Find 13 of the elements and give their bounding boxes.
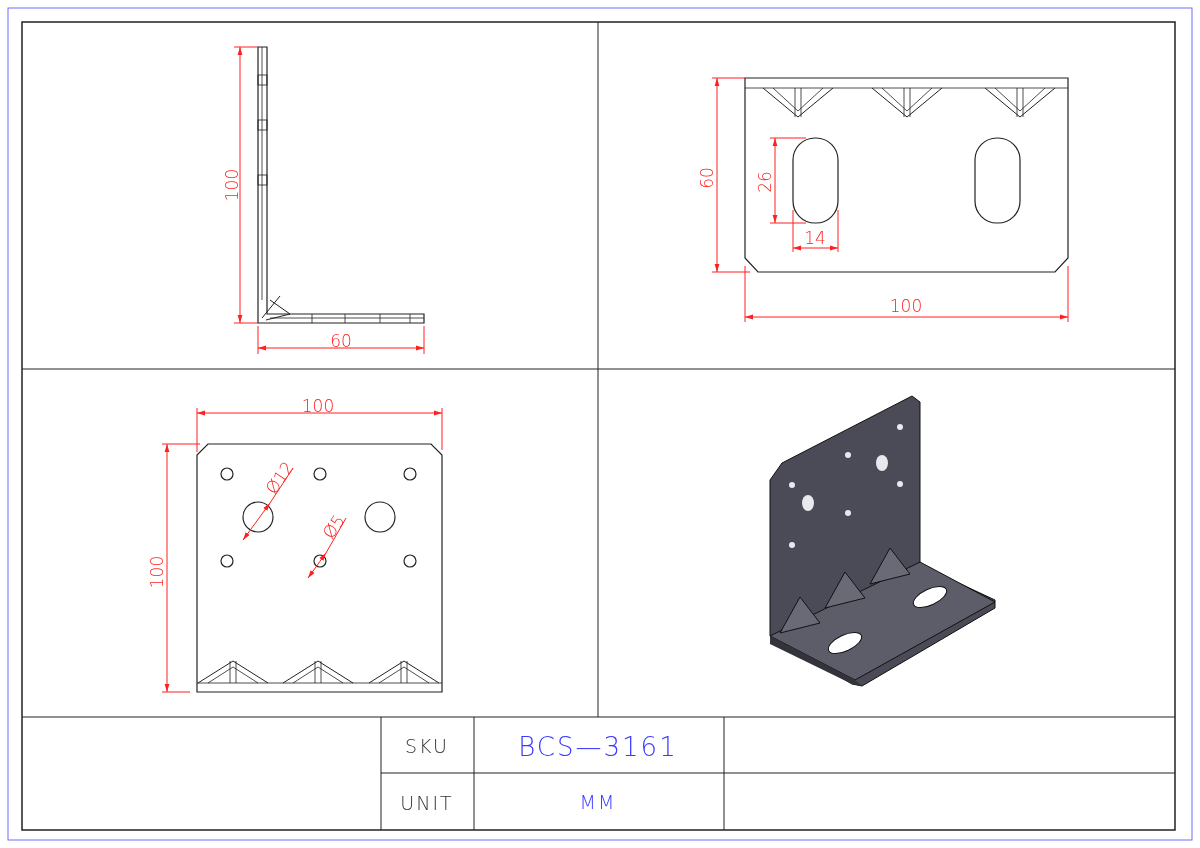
table-header: SKU [405, 736, 449, 756]
dimension-value: 26 [756, 171, 774, 193]
dimension-value: 14 [804, 229, 826, 247]
table-header: UNIT [400, 793, 454, 813]
dimension-value: 60 [330, 332, 352, 350]
table-value: MM [579, 792, 617, 812]
table-value: BCS—3161 [518, 734, 678, 760]
dimension-value: 100 [148, 555, 166, 589]
dimension-value: 100 [889, 297, 923, 315]
dimension-value: 60 [698, 167, 716, 189]
dimension-value: Ø5 [320, 512, 348, 542]
dimension-value: 100 [301, 397, 335, 415]
dimension-value: 100 [223, 168, 241, 202]
